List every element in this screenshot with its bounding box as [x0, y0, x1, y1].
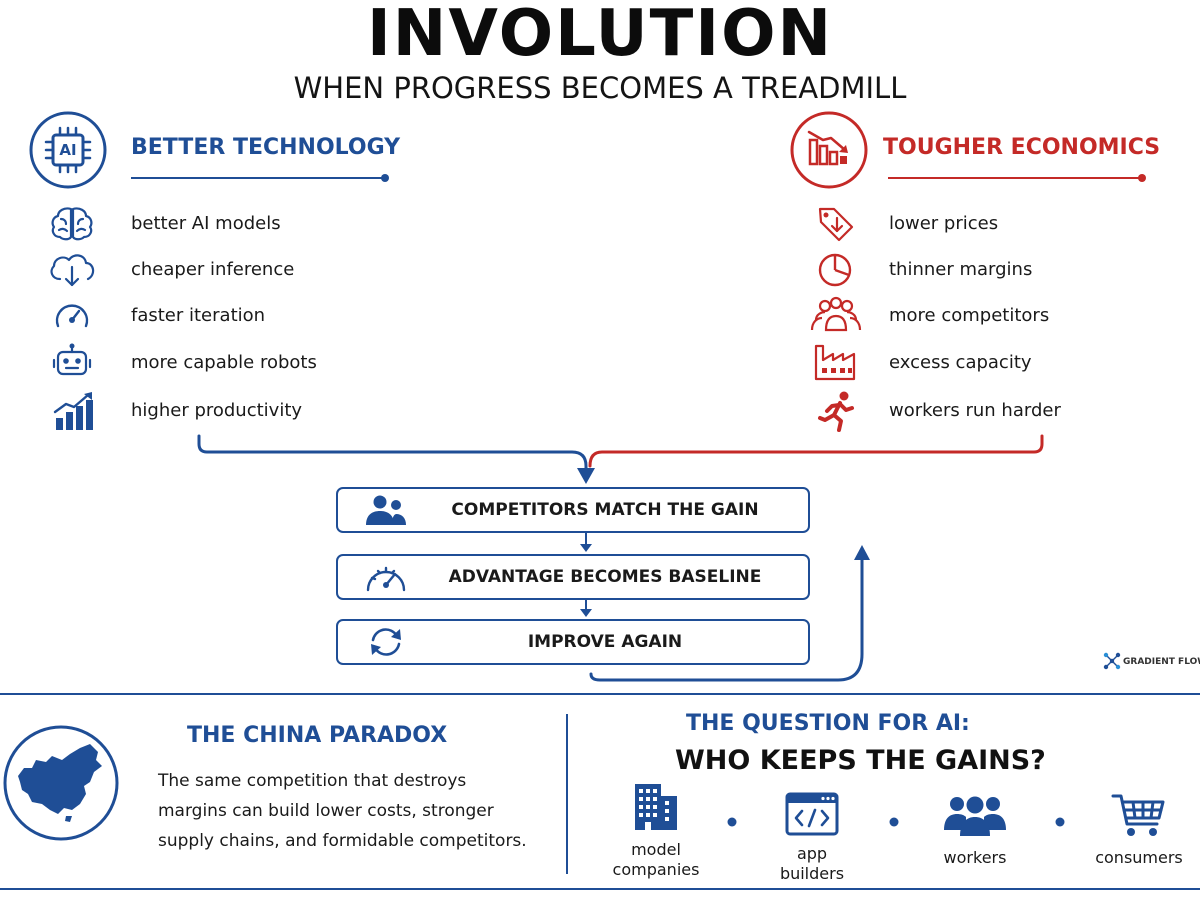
ai-chip-icon: [29, 111, 107, 189]
question-headline: WHO KEEPS THE GAINS?: [675, 745, 1046, 776]
separator-dot: [889, 817, 899, 827]
people-icon: [366, 495, 406, 525]
econ-item-label: excess capacity: [889, 352, 1032, 373]
tech-item: faster iteration: [44, 296, 404, 336]
tech-item: more capable robots: [44, 342, 404, 382]
section-divider-bottom: [0, 888, 1200, 890]
econ-item: lower prices: [808, 203, 1168, 243]
speedometer-icon: [55, 304, 89, 328]
office-building-icon: [635, 784, 677, 830]
econ-item: thinner margins: [808, 249, 1168, 289]
tech-item-label: more capable robots: [131, 352, 317, 373]
stakeholder-label: consumers: [1095, 848, 1183, 867]
brand-name: GRADIENT FLOW: [1123, 657, 1200, 667]
code-window-icon: [785, 792, 839, 836]
refresh-icon: [371, 628, 401, 656]
section-divider-top: [0, 693, 1200, 695]
econ-item-label: thinner margins: [889, 259, 1033, 280]
cycle-step-label: ADVANTAGE BECOMES BASELINE: [448, 567, 762, 587]
china-map-icon: [3, 725, 119, 841]
stakeholder-workers: workers: [915, 794, 1035, 874]
stakeholder-model-companies: model companies: [596, 782, 716, 882]
econ-item: excess capacity: [808, 342, 1168, 382]
econ-item: more competitors: [808, 296, 1168, 336]
china-paradox-line: supply chains, and formidable competitor…: [158, 831, 527, 851]
robot-icon: [52, 343, 92, 376]
china-paradox-body: The same competition that destroys margi…: [158, 766, 558, 856]
ai-badge-text: AI: [59, 141, 77, 159]
tech-item-label: faster iteration: [131, 305, 266, 326]
econ-item-label: lower prices: [889, 213, 999, 234]
price-tag-down-icon: [818, 207, 854, 242]
stakeholder-app-builders: app builders: [752, 792, 872, 888]
brain-icon: [51, 207, 93, 241]
pie-chart-icon: [818, 253, 852, 287]
people-group-icon: [944, 796, 1006, 836]
growth-chart-icon: [53, 392, 93, 430]
cycle-step-label: COMPETITORS MATCH THE GAIN: [451, 500, 759, 520]
china-paradox-line: margins can build lower costs, stronger: [158, 801, 494, 821]
cycle-step-improve: IMPROVE AGAIN: [336, 619, 810, 665]
tech-item-label: better AI models: [131, 213, 281, 234]
separator-dot: [1055, 817, 1065, 827]
cycle-step-label: IMPROVE AGAIN: [527, 632, 683, 652]
econ-heading-rule: [888, 174, 1146, 182]
cycle-connectors: [197, 434, 1044, 682]
stakeholder-label: model companies: [596, 840, 716, 880]
econ-item: workers run harder: [808, 390, 1168, 434]
factory-icon: [814, 344, 856, 381]
tech-item: higher productivity: [44, 390, 404, 434]
page-title: INVOLUTION: [366, 0, 834, 71]
stakeholder-label: app builders: [752, 844, 872, 884]
gauge-icon: [366, 566, 406, 592]
tech-item: cheaper inference: [44, 249, 404, 289]
econ-heading: TOUGHER ECONOMICS: [883, 135, 1161, 160]
people-group-icon: [810, 296, 862, 332]
stakeholder-label-line: companies: [612, 860, 700, 879]
cloud-download-icon: [50, 254, 95, 287]
cycle-step-baseline: ADVANTAGE BECOMES BASELINE: [336, 554, 810, 600]
china-paradox-title: THE CHINA PARADOX: [187, 723, 448, 748]
tech-heading-rule: [131, 174, 389, 182]
china-paradox-line: The same competition that destroys: [158, 771, 467, 791]
section-divider-vertical: [566, 714, 568, 874]
separator-dot: [727, 817, 737, 827]
running-person-icon: [818, 391, 854, 432]
page-subtitle: WHEN PROGRESS BECOMES A TREADMILL: [293, 71, 907, 105]
stakeholder-label-line: model: [631, 840, 681, 859]
tech-item: better AI models: [44, 203, 404, 243]
ai-chip-badge: AI: [28, 110, 108, 190]
econ-item-label: workers run harder: [889, 400, 1061, 421]
stakeholder-label-line: builders: [779, 864, 845, 883]
tech-item-label: higher productivity: [131, 400, 303, 421]
question-title: THE QUESTION FOR AI:: [686, 711, 970, 736]
stakeholder-label: workers: [943, 848, 1007, 867]
shopping-cart-icon: [1111, 794, 1165, 836]
stakeholder-label-line: app: [796, 844, 828, 863]
declining-bars-icon: [790, 111, 868, 189]
cycle-step-competitors: COMPETITORS MATCH THE GAIN: [336, 487, 810, 533]
stakeholder-consumers: consumers: [1082, 792, 1196, 872]
gradient-flow-logo-icon: [1103, 652, 1121, 670]
tech-heading: BETTER TECHNOLOGY: [131, 135, 401, 160]
tech-item-label: cheaper inference: [131, 259, 295, 280]
econ-item-label: more competitors: [889, 305, 1050, 326]
